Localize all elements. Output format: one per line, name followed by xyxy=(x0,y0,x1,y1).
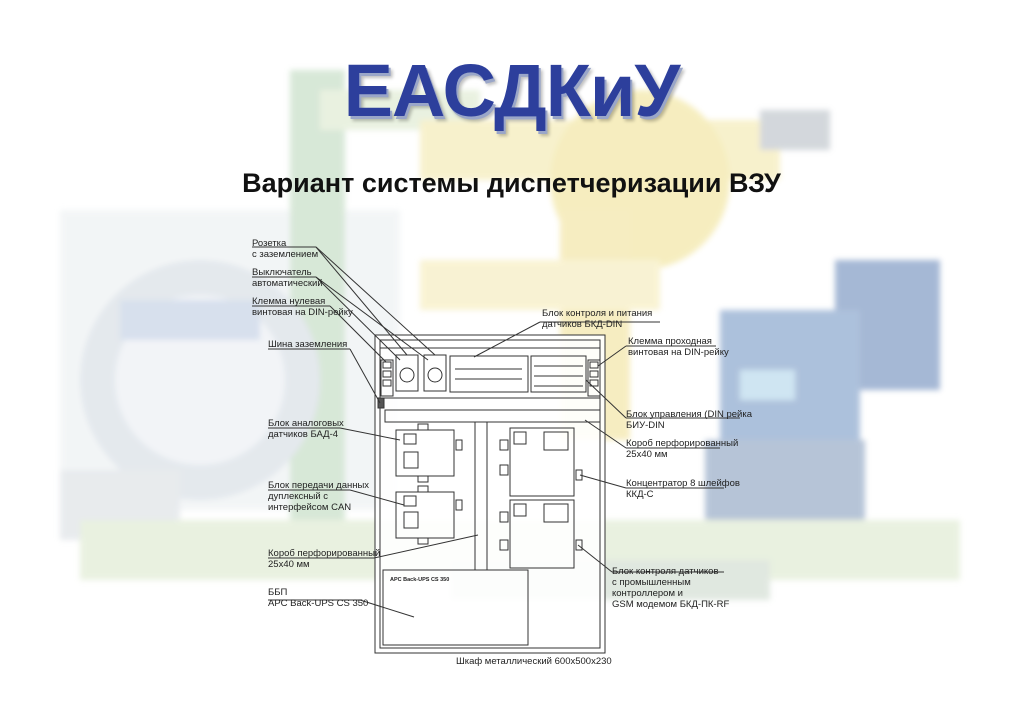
label-ups: ББП APC Back-UPS CS 350 xyxy=(268,587,368,609)
concentrator-box xyxy=(509,427,575,497)
duct-horizontal xyxy=(384,409,601,423)
terminals-right xyxy=(587,359,601,397)
label-ground-bus: Шина заземления xyxy=(268,339,347,350)
label-breaker: Выключатель автоматический xyxy=(252,267,323,289)
control-unit-box xyxy=(530,355,587,393)
label-can-unit: Блок передачи данных дуплексный с интерф… xyxy=(268,480,372,513)
gsm-unit-box xyxy=(509,499,575,569)
power-unit-box xyxy=(449,355,529,393)
page-subtitle: Вариант системы диспетчеризации ВЗУ xyxy=(242,168,781,198)
label-analog-unit: Блок аналоговых датчиков БАД-4 xyxy=(268,418,346,440)
label-duct-top: Короб перфорированный 25х40 мм xyxy=(626,438,741,460)
label-concentrator: Концентратор 8 шлейфов ККД-С xyxy=(626,478,743,500)
label-socket: Розетка с заземлением xyxy=(252,238,318,260)
label-control-unit: Блок управления (DIN рейка БИУ-DIN xyxy=(626,409,755,431)
ups-caption: APC Back-UPS CS 350 xyxy=(390,577,449,583)
cabinet-outer xyxy=(374,334,606,654)
label-cabinet: Шкаф металлический 600х500х230 xyxy=(456,656,612,667)
ground-bus xyxy=(377,397,385,409)
label-gsm-unit: Блок контроля датчиков с промышленным ко… xyxy=(612,566,729,610)
label-pass-terminal: Клемма проходная винтовая на DIN-рейку xyxy=(628,336,729,358)
cabinet-inner xyxy=(379,339,601,649)
label-neutral-terminal: Клемма нулевая винтовая на DIN-рейку xyxy=(252,296,353,318)
page-title: ЕАСДКиУ xyxy=(343,49,681,132)
label-duct-left: Короб перфорированный 25х40 мм xyxy=(268,548,383,570)
label-power-unit: Блок контроля и питания датчиков БКД-DIN xyxy=(542,308,655,330)
terminals-left xyxy=(380,359,394,397)
